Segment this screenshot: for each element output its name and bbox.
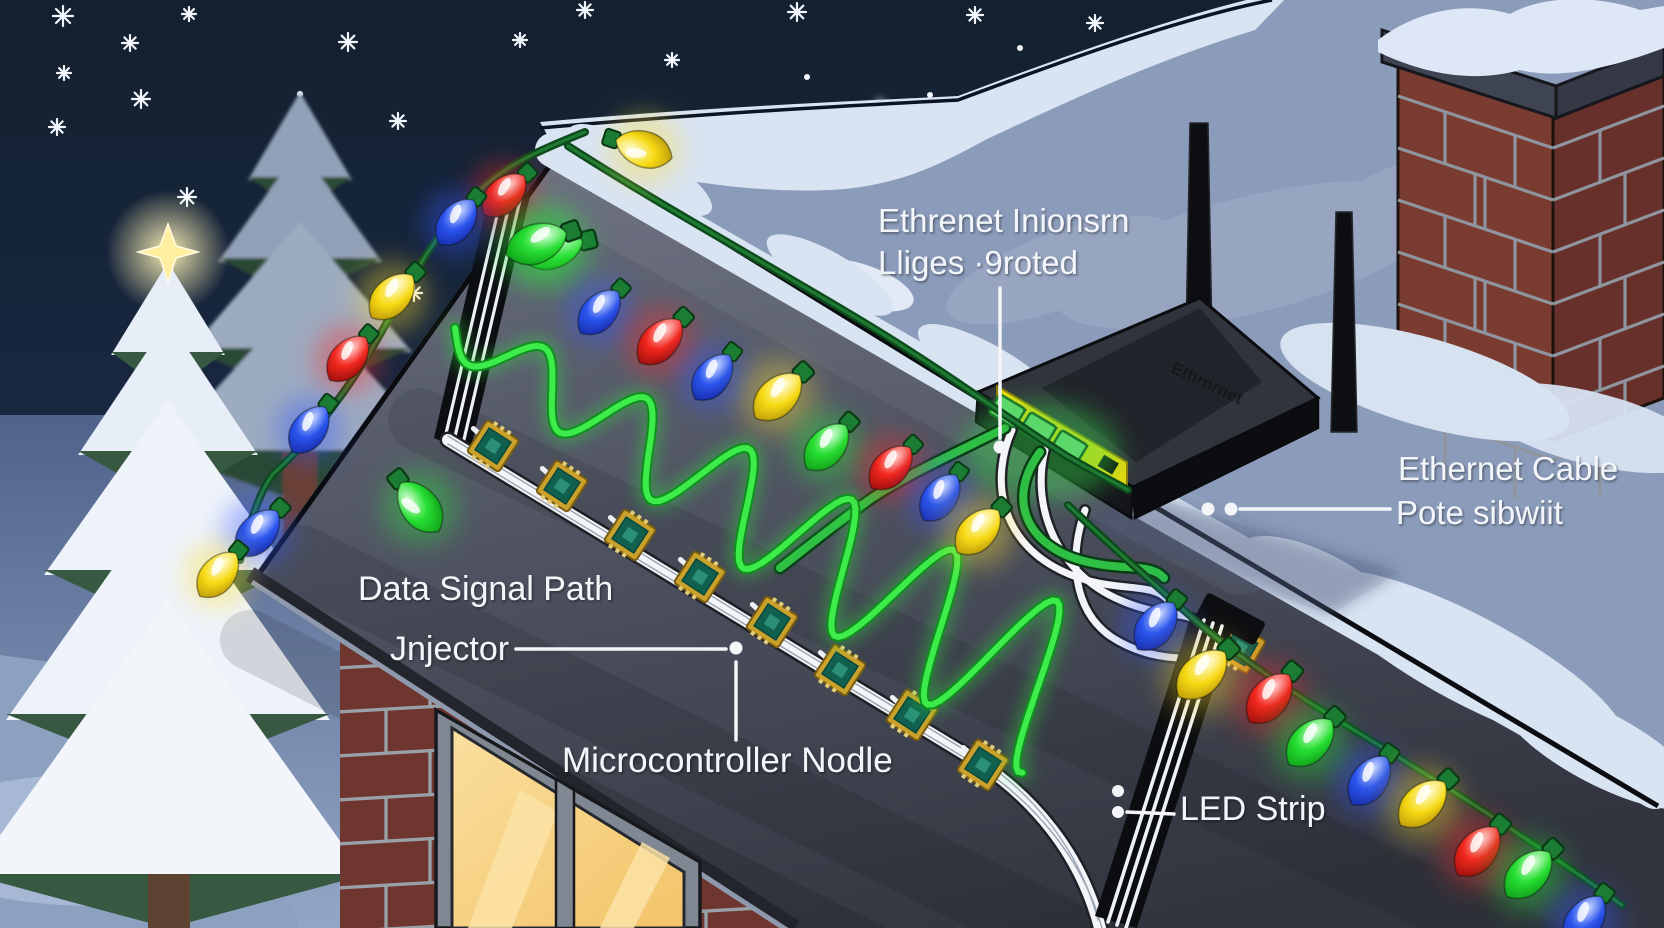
microcontroller-node-chip [603,508,657,562]
light-bulb-green [497,204,583,283]
light-bulb-yellow [942,495,1014,568]
christmas-light-bulbs [183,113,1621,928]
microcontroller-node-chip [956,738,1010,792]
roof-eave-edge [245,567,800,928]
tree-star-icon [135,221,201,285]
light-bulb-red [624,305,696,378]
right-edge-string [1120,588,1621,928]
light-bulb-yellow [740,359,816,435]
label-data-signal-path: Data Signal Path [358,570,613,608]
chimney-base-snow [1475,382,1664,474]
light-bulb-yellow [601,113,680,185]
light-bulb-green [1272,704,1348,780]
callout-leaders [514,286,1392,818]
light-bulb-blue [1548,881,1621,928]
light-bulb-blue [422,186,491,257]
microcontroller-node-chip [813,643,867,697]
microcontroller-node-chip [673,550,727,604]
light-bulb-blue [275,392,344,464]
label-ethernet-cable-line1: Ethernet Cable [1398,450,1618,487]
foreground-tree [0,190,368,928]
light-bulb-yellow [1162,635,1242,714]
microcontroller-node-chip [535,459,589,513]
router-antenna-icon [1330,211,1358,433]
label-injector-top-line1: Ethrenet Inionsrn [878,202,1129,239]
sky-roof-edge [539,0,1273,130]
ridge-string [497,113,1014,568]
light-bulb-yellow [183,539,252,609]
microcontroller-nodes [466,419,1266,792]
light-bulb-green [1490,836,1566,912]
microcontroller-node-chip [466,419,520,473]
label-injector: Jnjector [390,630,509,668]
window-mullion [554,776,576,928]
chimney-snow-top [1378,0,1664,77]
light-bulb-yellow [1385,766,1461,842]
label-ethernet-cable-line2: Pote sibwiit [1396,494,1563,531]
light-bulb-green [382,467,458,545]
light-bulb-green [790,410,863,483]
window-glass-streak [468,790,558,928]
router-side [1131,396,1320,520]
label-injector-top-line2: Lliges ·9roted [878,244,1078,281]
light-bulb-red [856,433,925,502]
light-bulb-blue [678,341,747,412]
microcontroller-node-chip [745,595,799,649]
window-glass-streak [600,842,670,928]
snowflakes [47,0,1256,483]
light-bulb-blue [1120,588,1192,662]
label-led-strip: LED Strip [1180,790,1326,828]
light-bulb-blue [565,277,634,347]
window [434,706,702,928]
label-microcontroller-node: Microcontroller Nodle [562,741,893,780]
light-bulb-red [313,323,382,393]
chimney [1280,0,1664,500]
leader-led-strip [1125,810,1176,816]
data-signal-wave [446,319,1069,782]
light-bulb-yellow [356,260,428,333]
